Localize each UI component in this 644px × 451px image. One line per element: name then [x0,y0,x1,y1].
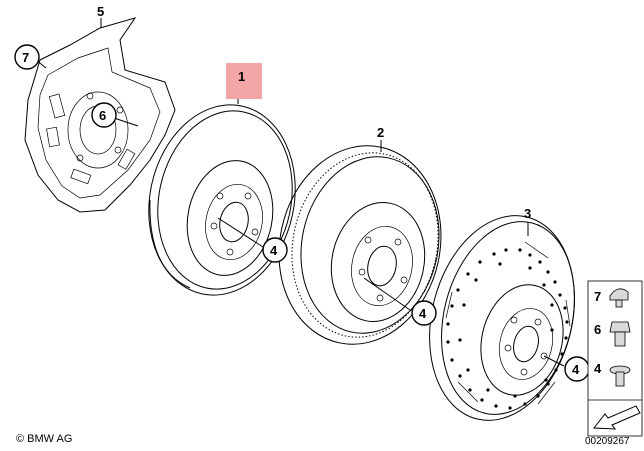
leader-lines [35,18,565,367]
callout-7-label: 7 [22,50,29,65]
screw-4-icon [609,365,631,387]
callout-4-b-label: 4 [419,306,427,321]
legend-label-6: 6 [594,322,601,337]
brake-disc-2[interactable] [261,131,459,360]
callout-4-a[interactable]: 4 [262,237,288,263]
brake-disc-3[interactable] [409,200,595,436]
diagram-id: 00209267 [585,436,630,447]
callout-1[interactable]: 1 [226,63,262,99]
drilled-holes [446,248,569,410]
callout-6-label: 6 [99,108,106,123]
bolt-7-icon [609,288,629,308]
fastener-legend: 7 6 4 [587,280,643,437]
callout-4-c-label: 4 [572,362,580,377]
callout-1-label: 1 [238,69,245,84]
callout-5[interactable]: 5 [97,4,104,19]
highlight-box [226,63,262,99]
callout-4-b[interactable]: 4 [411,300,437,326]
callout-4-a-label: 4 [270,243,278,258]
legend-label-7: 7 [594,289,601,304]
callout-4-c[interactable]: 4 [564,356,590,382]
screw-6-icon [609,321,631,347]
callout-7[interactable]: 7 [14,44,40,70]
direction-arrow-icon [593,405,641,430]
callout-6[interactable]: 6 [91,102,117,128]
copyright-text: © BMW AG [16,433,73,445]
legend-label-4: 4 [594,361,602,376]
callout-3[interactable]: 3 [524,206,531,221]
callout-2[interactable]: 2 [377,125,384,140]
dust-shield[interactable] [24,17,176,213]
brake-disc-1[interactable] [132,91,313,309]
